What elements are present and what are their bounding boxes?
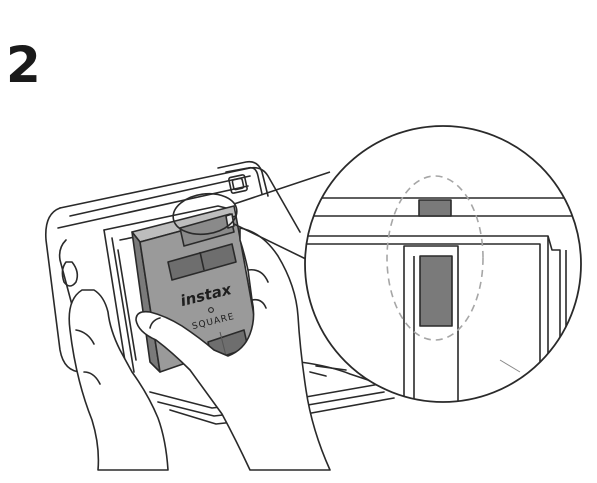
- zoom-detail-border: [304, 125, 582, 403]
- right-hand: [135, 227, 331, 471]
- alignment-marker-film: [419, 255, 453, 327]
- alignment-marker-top: [418, 199, 452, 217]
- callout-ring: [172, 171, 331, 263]
- film-brand-dot: [208, 307, 214, 313]
- step-number: 2: [6, 36, 41, 94]
- callout-source-ring: [172, 192, 238, 236]
- left-hand: [68, 289, 169, 471]
- callout-connector-top: [233, 171, 331, 205]
- zoom-detail: [304, 125, 582, 403]
- alignment-guide-dashed: [386, 175, 484, 341]
- callout-connector-bottom: [233, 223, 313, 263]
